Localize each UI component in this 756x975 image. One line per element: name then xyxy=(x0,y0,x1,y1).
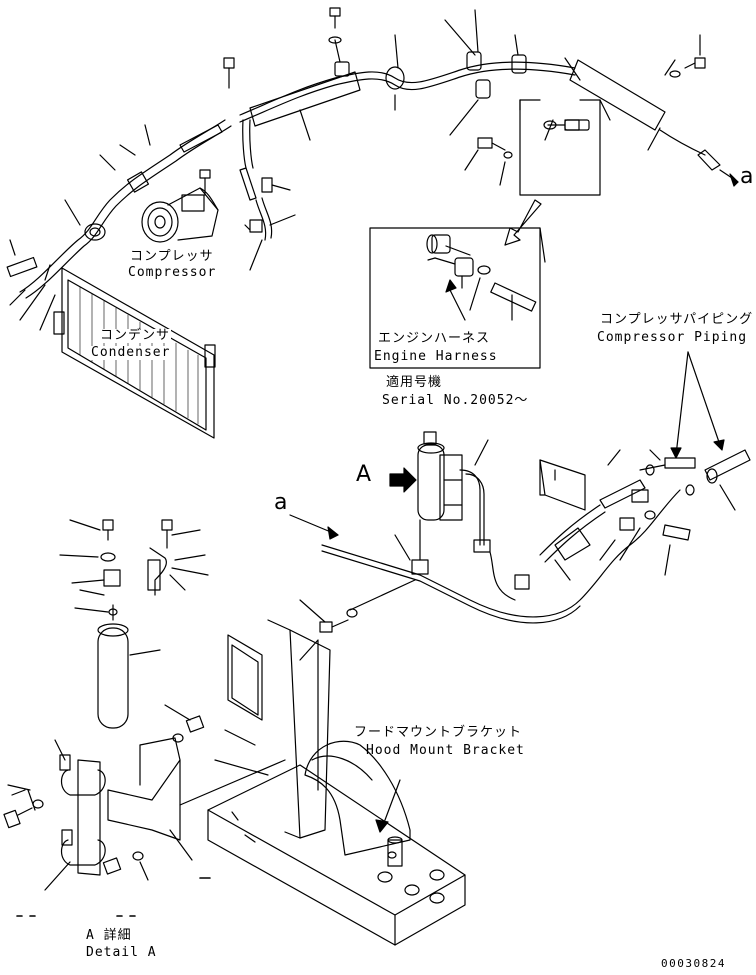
detail-a-marks xyxy=(16,877,211,917)
compressor-lines xyxy=(179,119,296,271)
detail-a-label-en: Detail A xyxy=(86,945,157,960)
compressor-piping-label-jp: コンプレッサパイピング xyxy=(600,312,754,327)
condenser-label-jp: コンデンサ xyxy=(99,328,172,343)
compressor-piping-arrows xyxy=(670,351,725,459)
reference-a-mid: a xyxy=(274,490,289,515)
hood-mount-label-jp: フードマウントブラケット xyxy=(354,725,523,740)
applicable-serial-label-jp: 適用号機 xyxy=(386,375,443,390)
engine-harness-label-en: Engine Harness xyxy=(374,349,498,364)
top-hose-assembly xyxy=(6,7,739,299)
serial-number-label: Serial No.20052～ xyxy=(382,393,529,408)
reference-a-top: a xyxy=(740,164,755,189)
engine-harness-label-jp: エンジンハーネス xyxy=(378,331,491,346)
condenser-leaders xyxy=(9,124,151,331)
inset-pointer-arrow xyxy=(504,199,542,246)
engine-harness-inset xyxy=(369,227,546,369)
mid-hose-routing xyxy=(289,439,751,633)
receiver-drier-assembly xyxy=(411,431,491,575)
hood-mount-frame xyxy=(207,619,466,946)
serial-inset-top-bracket xyxy=(519,99,601,196)
part-code: 00030824 xyxy=(661,957,726,970)
hood-mount-label-en: Hood Mount Bracket xyxy=(366,743,525,758)
condenser-label-en: Condenser xyxy=(90,345,172,360)
detail-a-label-jp: A 詳細 xyxy=(86,928,132,943)
compressor-unit xyxy=(141,169,219,243)
compressor-label-jp: コンプレッサ xyxy=(130,249,214,264)
detail-a-assembly xyxy=(3,519,286,891)
view-marker-a: A xyxy=(356,462,373,487)
marker-arrow-a xyxy=(389,467,417,493)
compressor-label-en: Compressor xyxy=(128,265,217,280)
compressor-piping-label-en: Compressor Piping xyxy=(597,330,748,345)
